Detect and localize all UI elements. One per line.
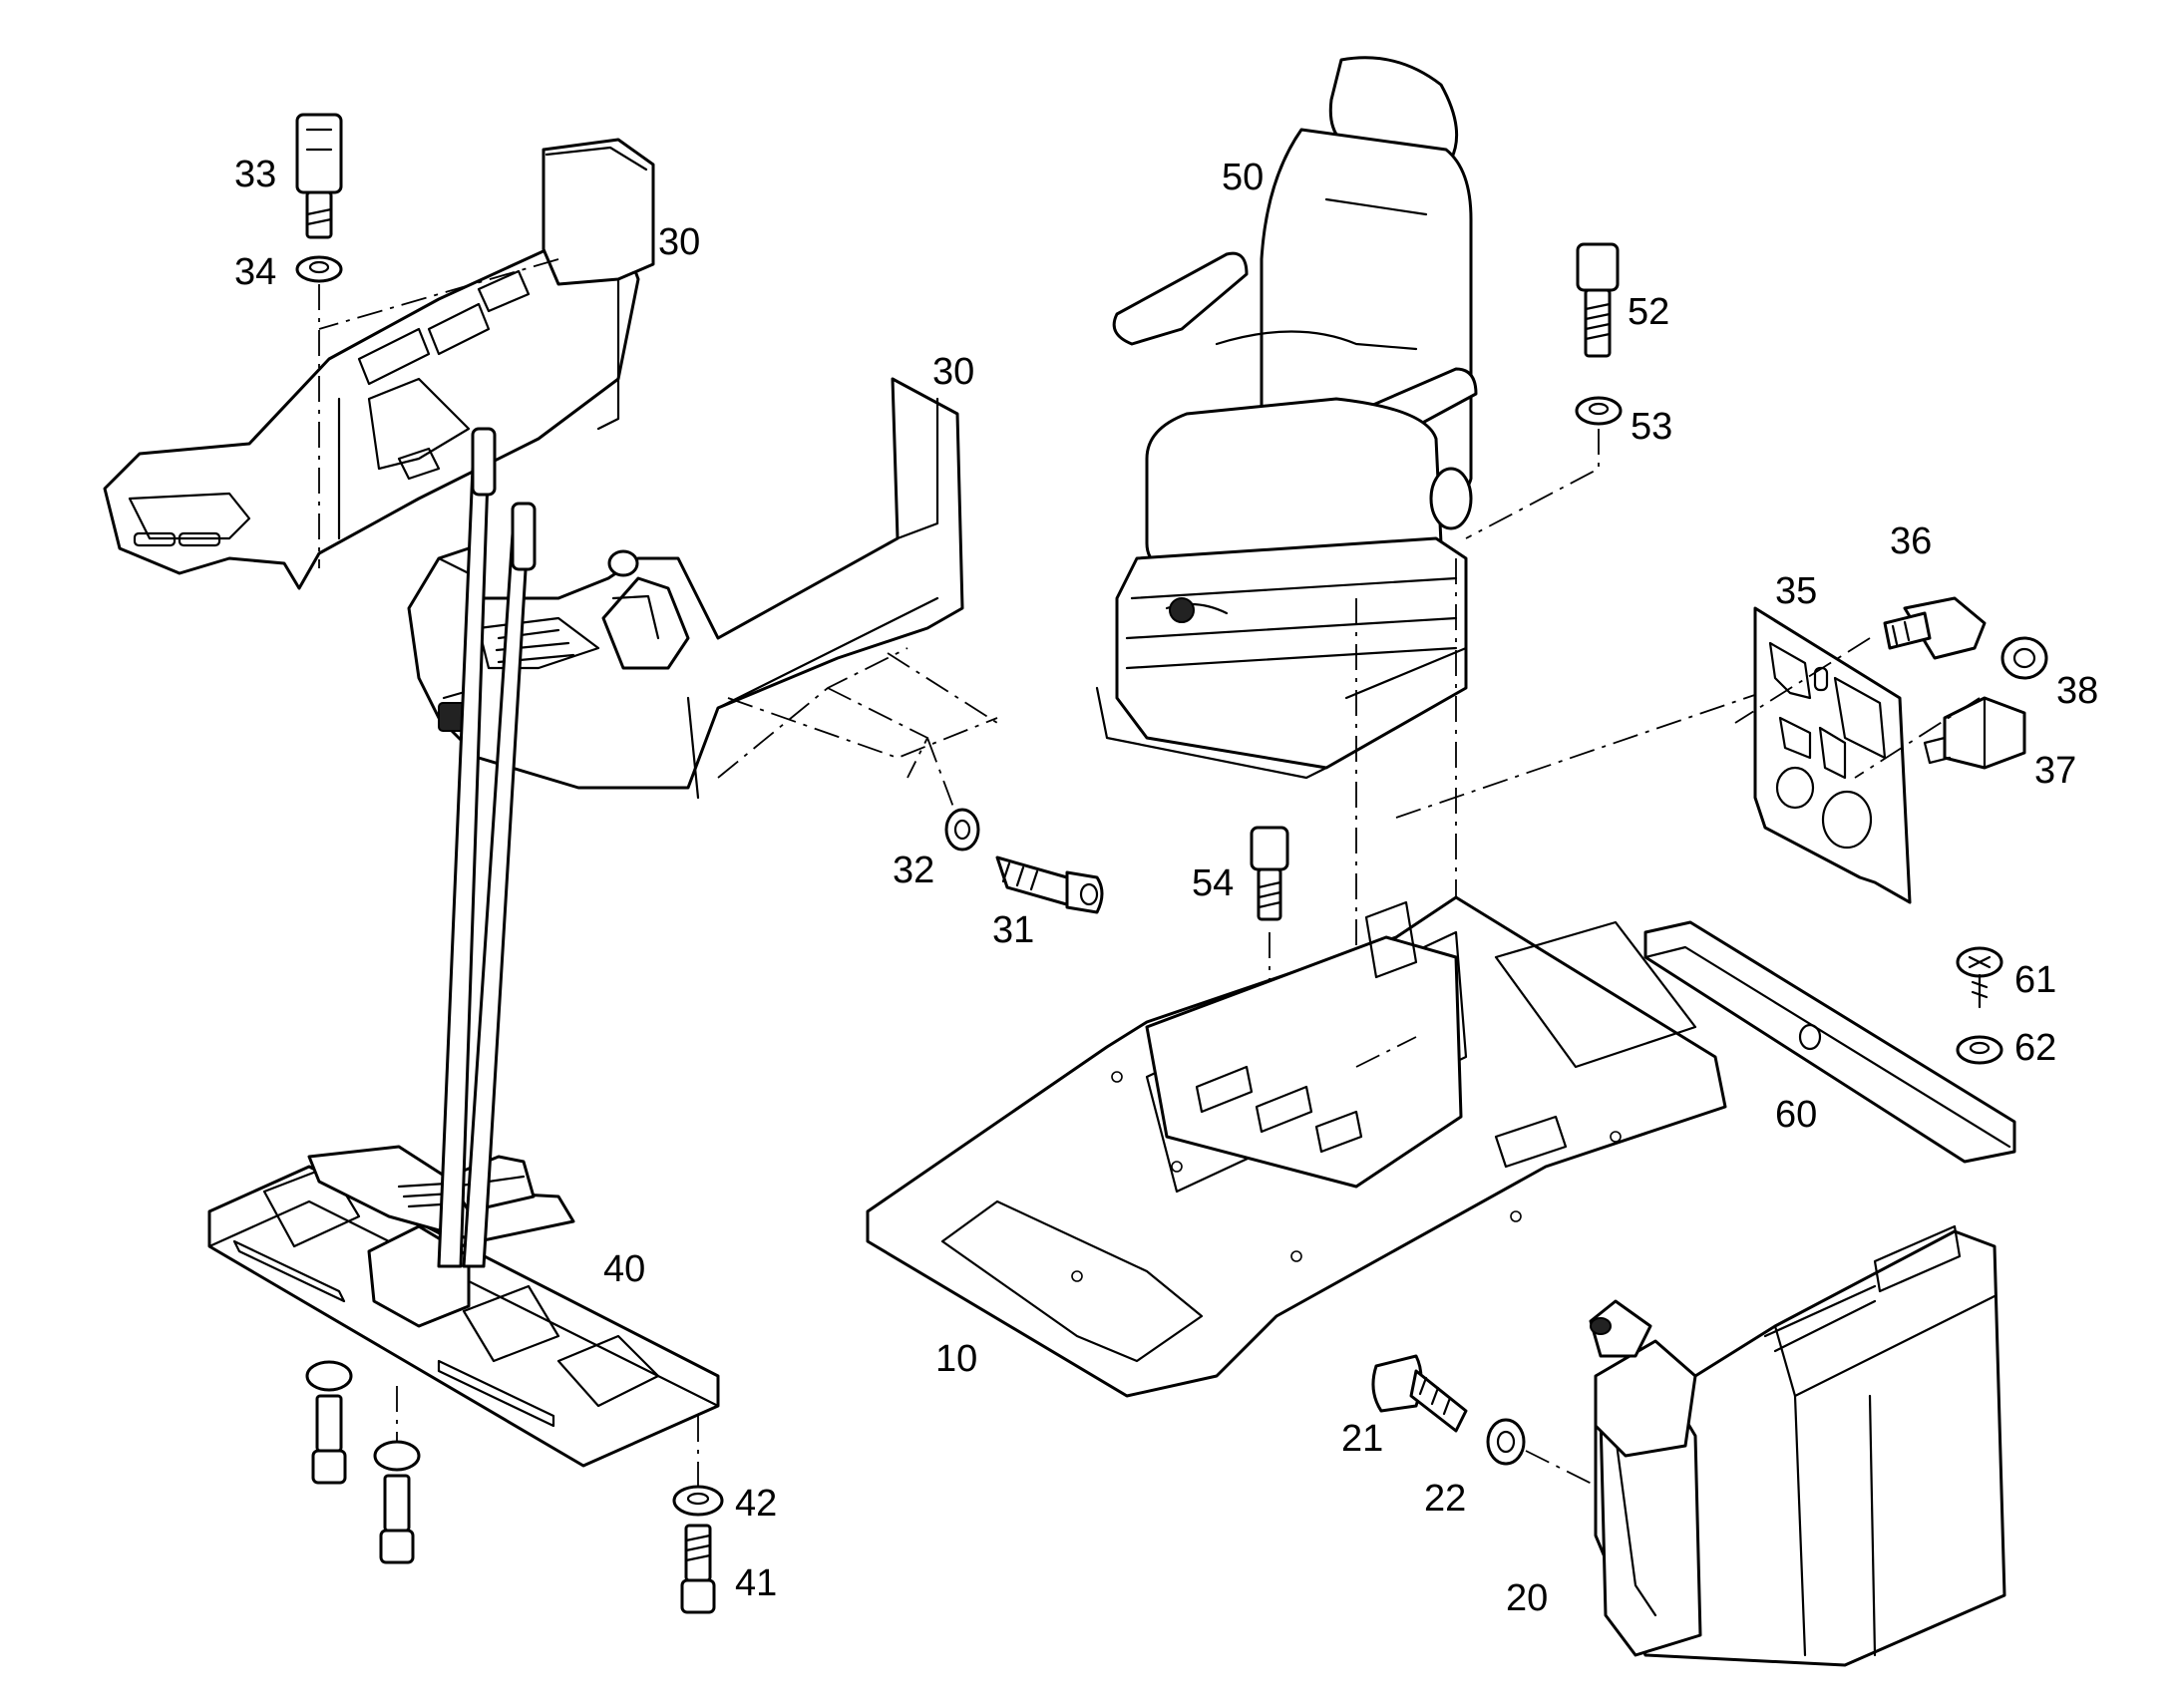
callout-22: 22 [1424, 1478, 1466, 1520]
part-38-plug [2000, 636, 2048, 680]
part-35-cover-plate [1753, 606, 1912, 904]
callout-61: 61 [2014, 959, 2056, 1001]
part-50-seat [1095, 56, 1478, 780]
callout-34: 34 [234, 251, 276, 293]
callout-40: 40 [603, 1248, 645, 1290]
callout-52: 52 [1628, 291, 1669, 333]
part-62-washer [1956, 1035, 2003, 1065]
callout-31: 31 [992, 909, 1034, 951]
part-37-plug [1923, 696, 2026, 770]
callout-35: 35 [1775, 570, 1817, 612]
callout-60: 60 [1775, 1094, 1817, 1136]
callout-33: 33 [234, 154, 276, 195]
callout-53: 53 [1631, 406, 1672, 448]
callout-42: 42 [735, 1483, 777, 1525]
part-40-washers-bolts [305, 1360, 421, 1564]
part-54-bolt [1250, 826, 1289, 921]
part-30-console-cover [103, 138, 655, 590]
part-41-bolt [680, 1524, 716, 1614]
part-36-screw [1883, 596, 1987, 660]
callout-54: 54 [1192, 862, 1234, 904]
part-20-control-console [1589, 1224, 2006, 1667]
callout-50: 50 [1222, 157, 1264, 198]
callout-32: 32 [893, 850, 934, 891]
callout-20: 20 [1506, 1577, 1548, 1619]
part-61-screw [1956, 946, 2003, 1009]
callout-62: 62 [2014, 1027, 2056, 1069]
callout-10: 10 [935, 1338, 977, 1380]
callout-36: 36 [1890, 520, 1932, 562]
part-10-floor-plate [866, 895, 1727, 1398]
part-31-bolt [995, 855, 1104, 914]
part-52-bolt [1576, 242, 1620, 358]
callout-21: 21 [1341, 1418, 1383, 1460]
callout-30-mid: 30 [932, 351, 974, 393]
part-32-washer [944, 808, 980, 852]
callout-30-top: 30 [658, 221, 700, 263]
part-60-rail [1643, 920, 2016, 1164]
part-22-washer [1486, 1418, 1526, 1466]
part-33-bolt [295, 113, 343, 239]
callout-41: 41 [735, 1562, 777, 1604]
part-21-bolt [1371, 1354, 1468, 1433]
part-34-washer [295, 255, 343, 283]
callout-37: 37 [2034, 750, 2076, 792]
part-40-pedal-console [207, 427, 720, 1468]
callout-38: 38 [2056, 670, 2098, 712]
part-53-washer [1575, 396, 1623, 426]
part-42-washer [672, 1485, 724, 1517]
